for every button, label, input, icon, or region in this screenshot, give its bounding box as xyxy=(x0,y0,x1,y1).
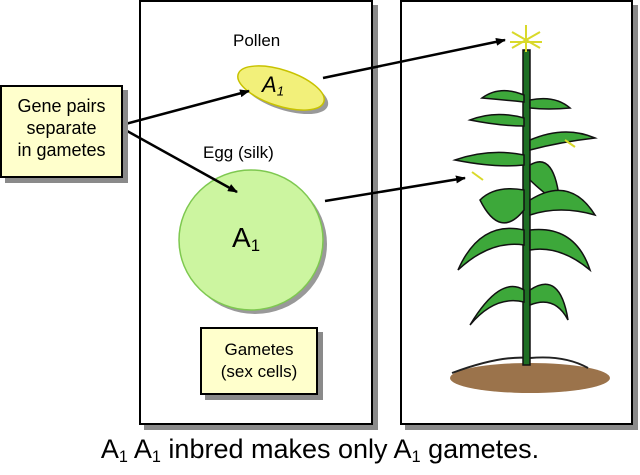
caption: A1 A1 inbred makes only A1 gametes. xyxy=(100,434,540,467)
egg-allele: A1 xyxy=(232,222,261,256)
egg-cell xyxy=(178,169,324,311)
gene-pairs-note: Gene pairs separate in gametes xyxy=(0,85,123,178)
pollen-label: Pollen xyxy=(233,31,281,50)
corn-plant-illustration xyxy=(450,25,610,393)
gametes-note: Gametes (sex cells) xyxy=(200,327,318,395)
egg-label: Egg (silk) xyxy=(203,143,274,162)
pollen-grain xyxy=(237,65,325,111)
arrow-to-egg xyxy=(117,124,238,194)
note-line: Gametes xyxy=(224,340,294,359)
arrow-to-tassel xyxy=(322,37,506,80)
note-line: separate xyxy=(26,118,97,138)
note-line: (sex cells) xyxy=(220,362,298,381)
arrow-to-silk xyxy=(324,175,466,203)
pollen-allele: A1 xyxy=(262,72,285,99)
arrow-to-pollen xyxy=(117,89,250,128)
note-line: Gene pairs xyxy=(17,96,106,116)
note-line: in gametes xyxy=(17,140,106,160)
